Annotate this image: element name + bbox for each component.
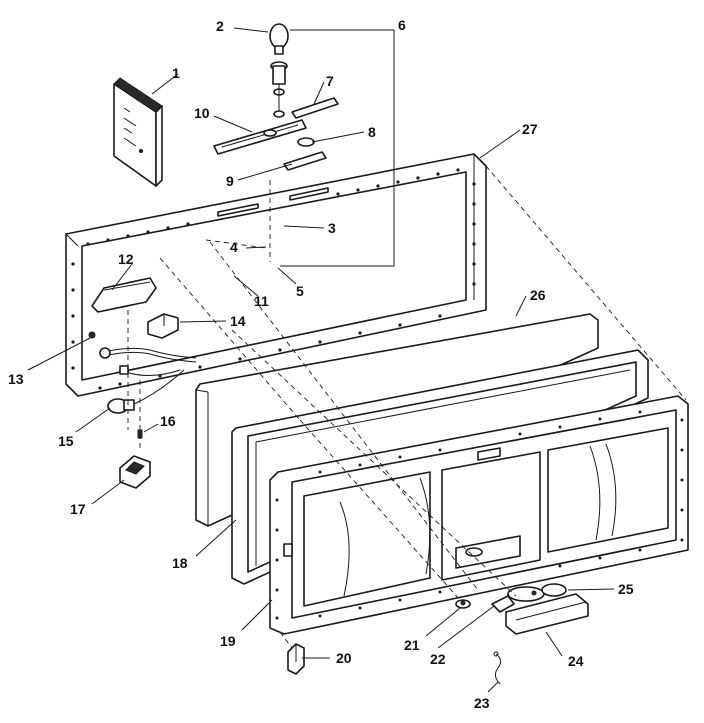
callout-16: 16	[160, 413, 176, 429]
callout-21: 21	[404, 637, 420, 653]
callout-15: 15	[58, 433, 74, 449]
part-2-key	[269, 23, 289, 55]
callout-12: 12	[118, 251, 134, 267]
callout-11: 11	[254, 293, 269, 309]
part-8-washer	[297, 137, 315, 147]
callout-19: 19	[220, 633, 236, 649]
part-19-screw-holes	[275, 410, 684, 620]
callout-8: 8	[368, 124, 376, 140]
callout-20: 20	[336, 650, 352, 666]
part-22-switch	[491, 595, 515, 613]
part-1-instruction-card	[113, 77, 163, 187]
callout-7: 7	[326, 73, 334, 89]
callout-2: 2	[216, 18, 224, 34]
part-23-spring-clip	[493, 651, 502, 685]
part-20-hinge-block	[287, 643, 305, 675]
part-15-lamp-socket	[107, 369, 185, 414]
part-14-switch	[147, 313, 179, 339]
lock-cylinder	[270, 61, 288, 118]
callout-4: 4	[230, 239, 238, 255]
callout-25: 25	[618, 581, 634, 597]
callout-labels: 1 2 3 4 5 6 7 8 9 10 11 12 13 14 15 16 1…	[8, 17, 634, 711]
part-24-cover	[505, 593, 589, 635]
callout-5: 5	[296, 283, 304, 299]
part-17-connector	[119, 455, 151, 489]
callout-14: 14	[230, 313, 246, 329]
callout-23: 23	[474, 695, 490, 711]
callout-13: 13	[8, 371, 24, 387]
assembly-guide-lines	[127, 165, 687, 649]
callout-1: 1	[172, 65, 180, 81]
callout-17: 17	[70, 501, 86, 517]
callout-10: 10	[194, 105, 210, 121]
callout-3: 3	[328, 220, 336, 236]
callout-22: 22	[430, 651, 446, 667]
part-13-screw	[88, 331, 96, 339]
part-25-lamp	[507, 583, 567, 602]
callout-26: 26	[530, 287, 546, 303]
part-19-inner-liner	[269, 395, 689, 635]
part-12-light-lens	[91, 277, 157, 313]
wiring-harness	[99, 347, 197, 376]
callout-leader-lines	[27, 27, 615, 693]
part-10-bracket	[213, 119, 307, 155]
callout-27: 27	[522, 121, 538, 137]
part-27-screw-holes	[71, 168, 476, 390]
callout-18: 18	[172, 555, 188, 571]
callout-6: 6	[398, 17, 406, 33]
part-9-strike-plate	[283, 151, 327, 171]
callout-9: 9	[226, 173, 234, 189]
part-21-bulb	[455, 599, 471, 609]
part-7-latch-plate	[291, 97, 339, 119]
callout-24: 24	[568, 653, 584, 669]
